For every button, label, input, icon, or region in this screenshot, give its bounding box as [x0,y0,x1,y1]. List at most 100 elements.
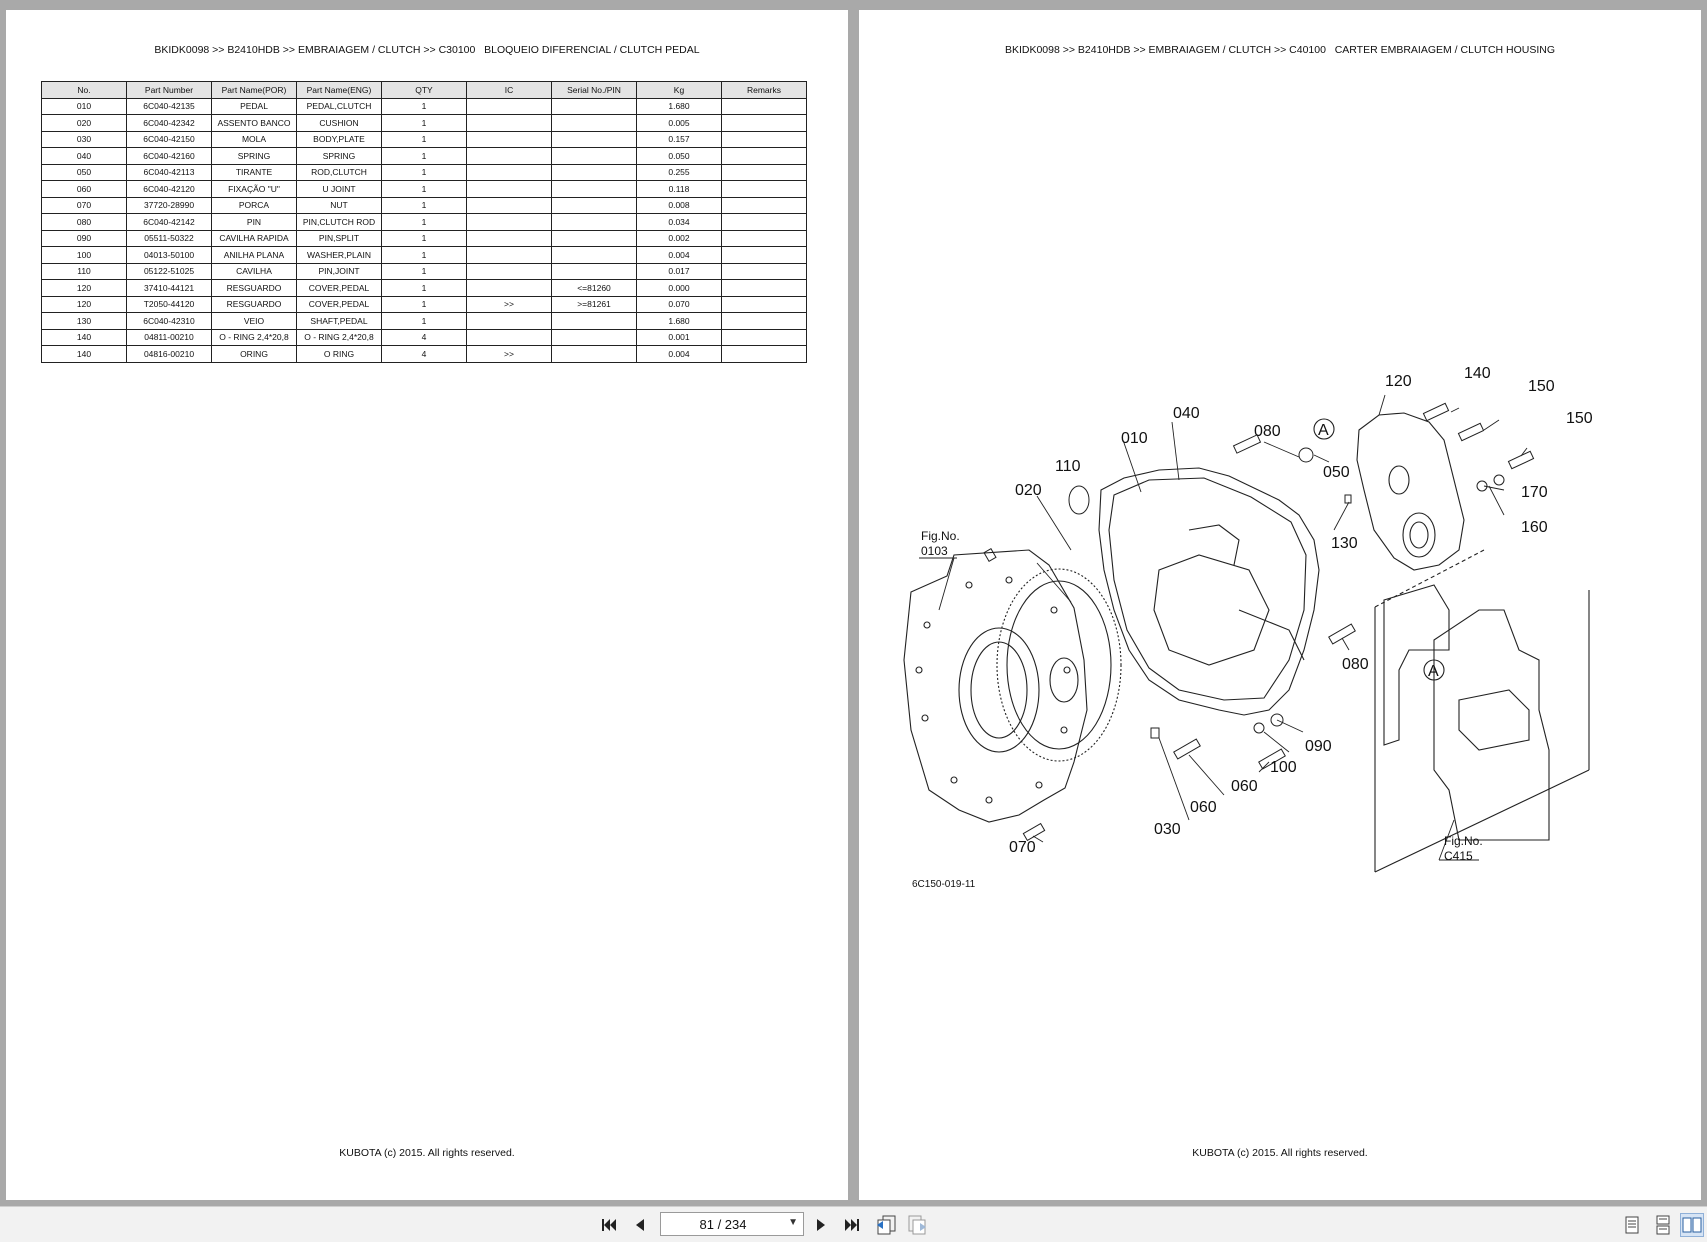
first-page-icon [602,1219,616,1231]
table-cell: 110 [41,262,127,280]
callout-label: 070 [1009,839,1036,856]
table-cell: 6C040-42142 [126,213,212,231]
front-cover-drawing [1356,412,1465,571]
previous-page-button[interactable] [628,1213,652,1237]
table-cell: SHAFT,PEDAL [296,312,382,330]
table-cell: 0.118 [636,180,722,198]
table-cell [721,295,807,313]
table-cell: U JOINT [296,180,382,198]
ref-marker-a-label: A [1428,663,1439,680]
table-cell: CUSHION [296,114,382,132]
callout-label: 060 [1190,799,1217,816]
table-cell: 6C040-42150 [126,130,212,148]
first-page-button[interactable] [597,1213,621,1237]
callout-label: 050 [1323,464,1350,481]
table-cell [466,196,552,214]
callout-label: 100 [1270,759,1297,776]
table-cell [551,130,637,148]
table-cell [551,180,637,198]
table-cell: PIN,SPLIT [296,229,382,247]
column-header: QTY [381,81,467,99]
callout-label: 150 [1528,378,1555,395]
previous-view-icon [877,1215,896,1235]
table-cell: SPRING [296,147,382,165]
table-cell [721,196,807,214]
callout-label: 170 [1521,484,1548,501]
page-header: BKIDK0098 >> B2410HDB >> EMBRAIAGEM / CL… [1004,44,1556,56]
table-cell [721,97,807,115]
page-number-field[interactable]: 81 / 234 ▼ [660,1212,804,1236]
table-cell [721,163,807,181]
table-cell: ANILHA PLANA [211,246,297,264]
table-cell: 37410-44121 [126,279,212,297]
table-cell: 0.001 [636,328,722,346]
facing-pages-view-button[interactable] [1680,1213,1704,1237]
table-cell: 060 [41,180,127,198]
table-cell [466,114,552,132]
next-view-icon [908,1215,926,1235]
table-cell [551,229,637,247]
table-cell: PEDAL [211,97,297,115]
table-cell: TIRANTE [211,163,297,181]
table-cell: PIN [211,213,297,231]
next-view-button[interactable] [905,1213,929,1237]
table-cell: 04013-50100 [126,246,212,264]
table-cell: 100 [41,246,127,264]
fig-ref-number: C415 [1444,849,1473,863]
table-cell [721,246,807,264]
next-page-button[interactable] [809,1213,833,1237]
last-page-button[interactable] [840,1213,864,1237]
table-cell: 4 [381,328,467,346]
table-cell [551,147,637,165]
table-cell: 0.002 [636,229,722,247]
column-header: Part Number [126,81,212,99]
continuous-view-button[interactable] [1651,1213,1675,1237]
table-cell: 080 [41,213,127,231]
previous-view-button[interactable] [874,1213,898,1237]
table-cell: 1 [381,180,467,198]
table-cell: 1 [381,163,467,181]
table-cell [551,262,637,280]
table-cell: ORING [211,345,297,363]
table-cell: 120 [41,295,127,313]
left-page: BKIDK0098 >> B2410HDB >> EMBRAIAGEM / CL… [6,10,848,1200]
table-cell [551,328,637,346]
table-cell: 1 [381,97,467,115]
column-header: Kg [636,81,722,99]
ref-marker-a-1 [1313,418,1335,440]
table-cell: 0.004 [636,246,722,264]
table-cell [721,345,807,363]
table-cell [551,97,637,115]
table-cell [466,328,552,346]
table-cell: COVER,PEDAL [296,295,382,313]
table-cell [466,147,552,165]
callout-label: 080 [1342,656,1369,673]
table-cell: 1.680 [636,97,722,115]
table-cell: 6C040-42135 [126,97,212,115]
table-cell: 0.070 [636,295,722,313]
table-cell: 120 [41,279,127,297]
fig-ref-label: Fig.No. [921,529,960,543]
table-cell: 050 [41,163,127,181]
table-cell: ASSENTO BANCO [211,114,297,132]
table-cell: <=81260 [551,279,637,297]
table-cell: 6C040-42310 [126,312,212,330]
column-header: Serial No./PIN [551,81,637,99]
table-cell: 030 [41,130,127,148]
table-cell: 6C040-42113 [126,163,212,181]
table-cell: O RING [296,345,382,363]
callout-label: 150 [1566,410,1593,427]
chevron-down-icon[interactable]: ▼ [788,1217,798,1228]
table-cell: T2050-44120 [126,295,212,313]
table-cell [721,279,807,297]
single-page-view-button[interactable] [1620,1213,1644,1237]
table-cell: 04816-00210 [126,345,212,363]
table-cell: 0.008 [636,196,722,214]
fig-ref-number: 0103 [921,544,948,558]
table-cell: CAVILHA [211,262,297,280]
